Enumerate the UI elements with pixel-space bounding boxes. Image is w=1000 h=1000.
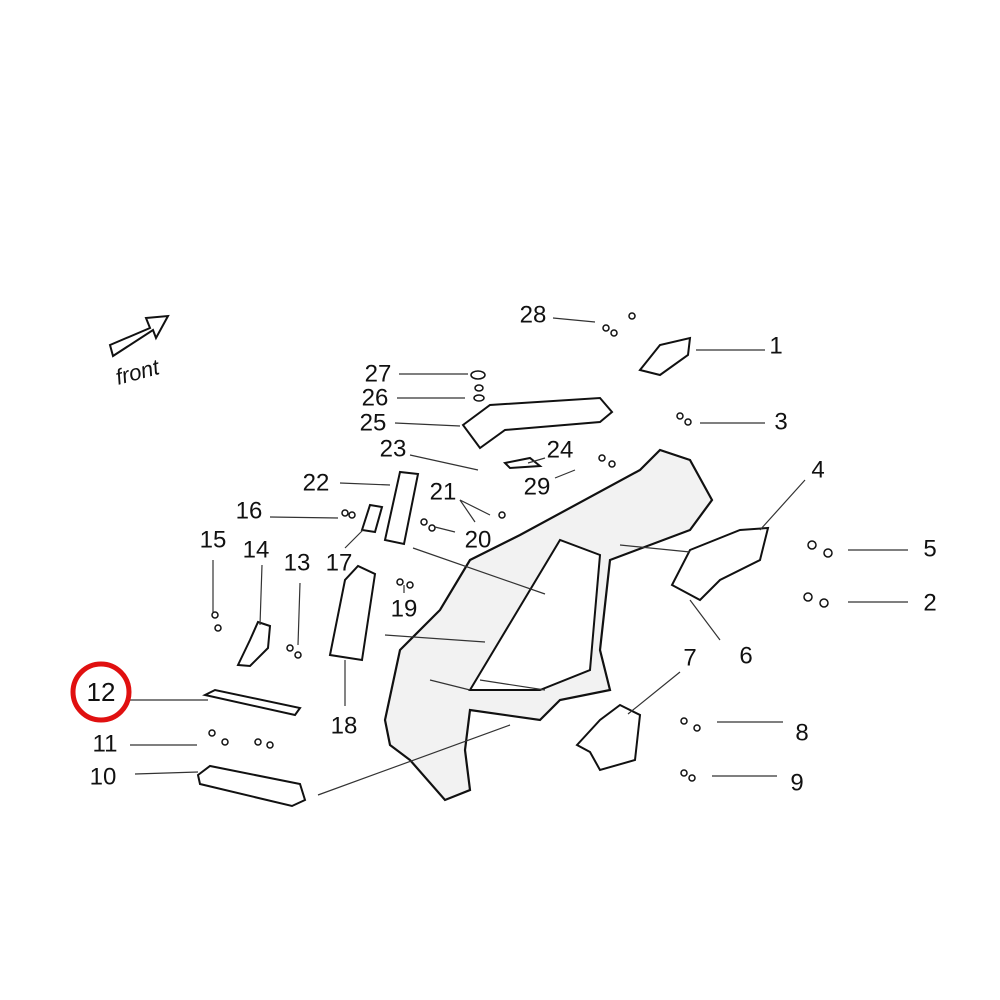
callout-14: 14 — [243, 537, 270, 564]
callout-4: 4 — [811, 457, 824, 484]
part-24 — [502, 456, 543, 470]
callout-12: 12 — [87, 677, 116, 707]
highlight-circle-12 — [70, 661, 132, 723]
callout-13: 13 — [284, 550, 311, 577]
front-arrow-icon — [108, 314, 170, 358]
callout-28: 28 — [520, 302, 547, 329]
fasteners — [208, 312, 833, 782]
callout-19: 19 — [391, 596, 418, 623]
callout-7: 7 — [683, 645, 696, 672]
callout-26: 26 — [362, 385, 389, 412]
part-22 — [383, 470, 420, 546]
part-1 — [638, 336, 692, 377]
part-12 — [202, 688, 302, 717]
callout-27: 27 — [365, 361, 392, 388]
part-17 — [360, 503, 384, 534]
callout-1: 1 — [769, 333, 782, 360]
callout-15: 15 — [200, 527, 227, 554]
part-10 — [196, 764, 307, 808]
part-18 — [328, 564, 377, 662]
main-frame — [383, 448, 714, 802]
callout-21: 21 — [430, 479, 457, 506]
callout-22: 22 — [303, 470, 330, 497]
callout-17: 17 — [326, 550, 353, 577]
callout-18: 18 — [331, 713, 358, 740]
callout-10: 10 — [90, 764, 117, 791]
front-label: front — [113, 354, 163, 390]
callout-6: 6 — [739, 643, 752, 670]
callout-20: 20 — [465, 527, 492, 554]
callout-2: 2 — [923, 590, 936, 617]
callout-16: 16 — [236, 498, 263, 525]
callout-11: 11 — [93, 731, 118, 758]
callout-5: 5 — [923, 536, 936, 563]
callout-8: 8 — [795, 720, 808, 747]
leader-lines — [127, 317, 908, 796]
callout-25: 25 — [360, 410, 387, 437]
callout-29: 29 — [524, 474, 551, 501]
callout-23: 23 — [380, 436, 407, 463]
callout-24: 24 — [547, 437, 574, 464]
part-4-6 — [670, 526, 770, 602]
callout-9: 9 — [790, 770, 803, 797]
part-7 — [575, 703, 642, 772]
callout-3: 3 — [774, 409, 787, 436]
part-25 — [461, 396, 614, 450]
part-14 — [236, 620, 272, 668]
